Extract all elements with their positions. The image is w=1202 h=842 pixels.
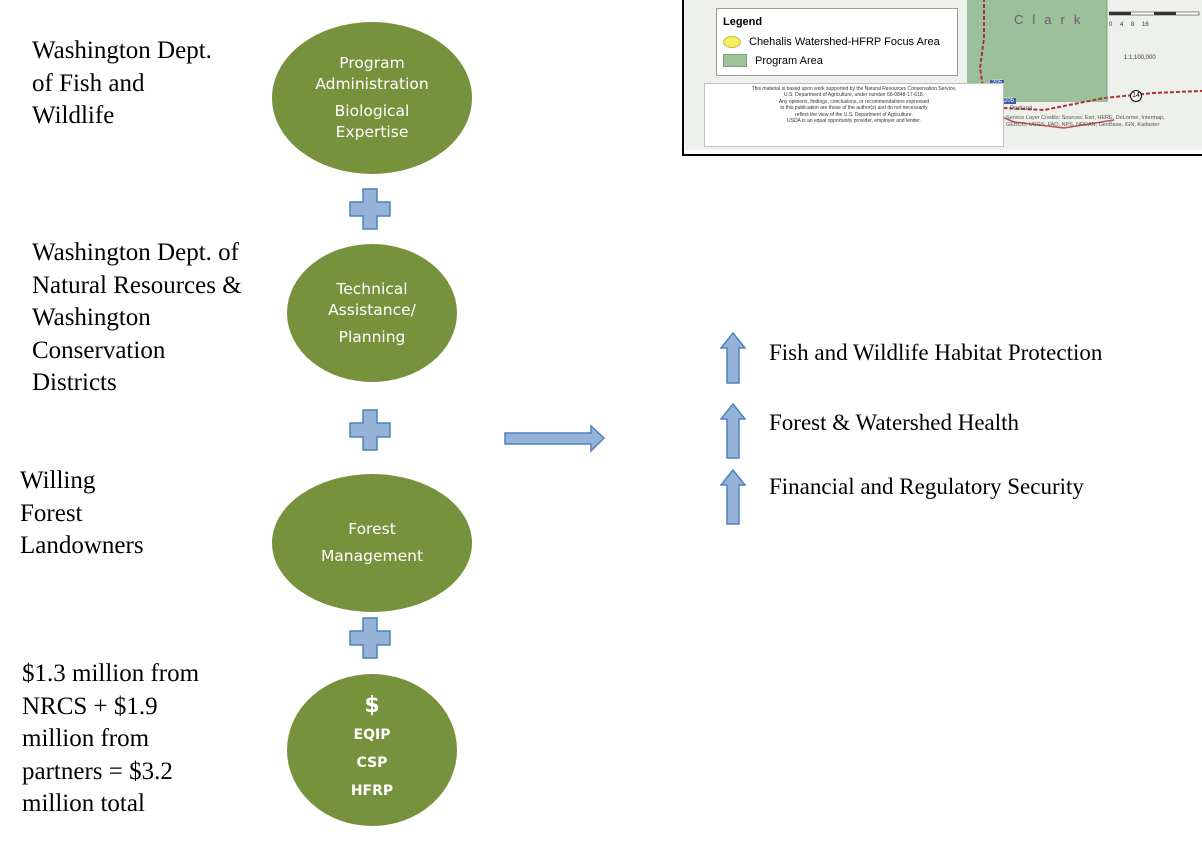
map-credit: Service Layer Credits: Sources: Esri, HE… (1006, 115, 1165, 128)
highway-205-shield-south: 205 (1002, 98, 1017, 104)
up-arrow-icon (720, 469, 746, 525)
node-3-line-1: Forest (348, 520, 396, 538)
up-arrow-icon (720, 403, 746, 459)
node-3-line-2: Management (320, 547, 424, 565)
input-label-dnr-conservation-districts: Washington Dept. of Natural Resources & … (32, 239, 242, 396)
legend-item-program-area: Program Area (723, 54, 823, 67)
place-label-portland: Portland (1010, 106, 1033, 112)
program-hfrp: HFRP (350, 783, 394, 799)
outcome-habitat-protection: Fish and Wildlife Habitat Protection (769, 340, 1103, 365)
plus-icon (349, 188, 391, 230)
legend-label-focus-area: Chehalis Watershed-HFRP Focus Area (749, 36, 940, 48)
node-1-line-2: Biological Expertise (334, 102, 410, 141)
program-eqip: EQIP (353, 727, 391, 743)
node-2-line-1: Technical Assistance/ (328, 279, 416, 319)
scale-numbers: 0 4 8 16 (1109, 22, 1149, 28)
program-area-map: Clark 0 4 8 16 1:1,100,000 205 205 14 Le… (682, 0, 1202, 156)
outcome-financial-regulatory-security: Financial and Regulatory Security (769, 474, 1084, 499)
input-label-funding: $1.3 million from NRCS + $1.9 million fr… (22, 660, 200, 817)
node-forest-management: Forest Management (272, 474, 472, 612)
up-arrow-icon (720, 332, 746, 384)
node-2-line-2: Planning (338, 327, 406, 346)
outcome-forest-watershed-health: Forest & Watershed Health (769, 410, 1020, 435)
scale-ratio: 1:1,100,000 (1124, 55, 1156, 61)
legend-item-focus-area: Chehalis Watershed-HFRP Focus Area (723, 36, 940, 48)
legend-label-program-area: Program Area (755, 54, 823, 67)
route-14-shield: 14 (1130, 90, 1142, 102)
scale-bar (1108, 10, 1202, 20)
right-arrow-icon (504, 424, 606, 453)
input-label-landowners: Willing Forest Landowners (20, 467, 144, 559)
map-disclaimer: This material is based upon work support… (704, 83, 1004, 147)
input-label-wdfw: Washington Dept. of Fish and Wildlife (32, 37, 212, 129)
focus-area-swatch (723, 36, 741, 48)
plus-icon (349, 409, 391, 451)
dollar-icon: $ (364, 693, 380, 718)
node-funding-programs: $ EQIP CSP HFRP (287, 674, 457, 826)
plus-icon (349, 617, 391, 659)
program-csp: CSP (356, 755, 388, 771)
program-area-swatch (723, 54, 747, 67)
county-label: Clark (1014, 12, 1090, 27)
map-legend: Legend Chehalis Watershed-HFRP Focus Are… (716, 8, 958, 76)
legend-title: Legend (723, 16, 763, 28)
node-technical-assistance: Technical Assistance/ Planning (287, 244, 457, 382)
node-program-administration: Program Administration Biological Expert… (272, 22, 472, 174)
node-1-line-1: Program Administration (315, 54, 429, 93)
